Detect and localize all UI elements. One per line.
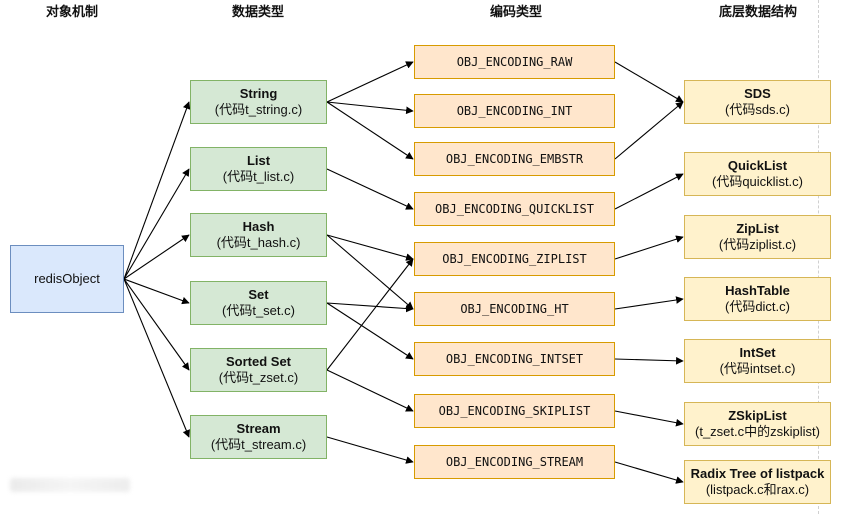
type-hash-subtitle: (代码t_hash.c) bbox=[216, 235, 301, 250]
structure-radix-subtitle: (listpack.c和rax.c) bbox=[705, 482, 810, 497]
header-object-mechanism: 对象机制 bbox=[45, 4, 99, 19]
structure-sds-title: SDS bbox=[744, 86, 771, 101]
encoding-skiplist-title: OBJ_ENCODING_SKIPLIST bbox=[438, 404, 591, 418]
encoding-ziplist: OBJ_ENCODING_ZIPLIST bbox=[414, 242, 615, 276]
edge-root-stream bbox=[123, 278, 190, 438]
structure-quicklist-title: QuickList bbox=[727, 158, 788, 173]
edge-quicklist-to-quicklist bbox=[614, 173, 684, 210]
structure-ziplist-subtitle: (代码ziplist.c) bbox=[718, 237, 797, 252]
structure-radix: Radix Tree of listpack(listpack.c和rax.c) bbox=[684, 460, 831, 504]
type-list: List(代码t_list.c) bbox=[190, 147, 327, 191]
encoding-embstr: OBJ_ENCODING_EMBSTR bbox=[414, 142, 615, 176]
edge-set-to-intset bbox=[326, 302, 414, 360]
edge-list-to-quicklist bbox=[326, 168, 414, 210]
structure-zskiplist-title: ZSkipList bbox=[728, 408, 787, 423]
type-stream-title: Stream bbox=[236, 421, 281, 436]
node-redisobject: redisObject bbox=[10, 245, 124, 313]
type-zset-subtitle: (代码t_zset.c) bbox=[218, 370, 299, 385]
encoding-stream-title: OBJ_ENCODING_STREAM bbox=[445, 455, 584, 469]
edge-string-to-raw bbox=[326, 61, 414, 103]
structure-quicklist: QuickList(代码quicklist.c) bbox=[684, 152, 831, 196]
edge-root-hash bbox=[123, 234, 190, 280]
encoding-ht: OBJ_ENCODING_HT bbox=[414, 292, 615, 326]
structure-intset: IntSet(代码intset.c) bbox=[684, 339, 831, 383]
structure-zskiplist-subtitle: (t_zset.c中的zskiplist) bbox=[695, 424, 820, 439]
structure-quicklist-subtitle: (代码quicklist.c) bbox=[711, 174, 803, 189]
edge-intset-to-intset bbox=[614, 356, 684, 365]
edge-root-zset bbox=[123, 278, 190, 371]
encoding-int-title: OBJ_ENCODING_INT bbox=[456, 104, 573, 118]
edge-root-string bbox=[123, 101, 191, 280]
structure-intset-subtitle: (代码intset.c) bbox=[719, 361, 796, 376]
edge-root-set bbox=[123, 278, 190, 305]
structure-radix-title: Radix Tree of listpack bbox=[690, 466, 825, 481]
encoding-intset-title: OBJ_ENCODING_INTSET bbox=[445, 352, 584, 366]
type-string-title: String bbox=[239, 86, 278, 101]
encoding-raw: OBJ_ENCODING_RAW bbox=[414, 45, 615, 79]
encoding-stream: OBJ_ENCODING_STREAM bbox=[414, 445, 615, 479]
encoding-skiplist: OBJ_ENCODING_SKIPLIST bbox=[414, 394, 615, 428]
type-zset: Sorted Set(代码t_zset.c) bbox=[190, 348, 327, 392]
watermark bbox=[10, 478, 130, 492]
edge-string-to-int bbox=[326, 101, 414, 115]
structure-hashtable-subtitle: (代码dict.c) bbox=[724, 299, 790, 314]
edge-zset-to-ziplist bbox=[326, 258, 414, 371]
type-string: String(代码t_string.c) bbox=[190, 80, 327, 124]
structure-ziplist-title: ZipList bbox=[736, 221, 779, 236]
type-stream-subtitle: (代码t_stream.c) bbox=[210, 437, 307, 452]
type-list-subtitle: (代码t_list.c) bbox=[222, 169, 295, 184]
type-string-subtitle: (代码t_string.c) bbox=[214, 102, 303, 117]
type-hash-title: Hash bbox=[242, 219, 275, 234]
edge-stream-to-radix bbox=[614, 461, 684, 484]
type-zset-title: Sorted Set bbox=[225, 354, 291, 369]
edge-skiplist-to-zskiplist bbox=[614, 410, 684, 427]
structure-ziplist: ZipList(代码ziplist.c) bbox=[684, 215, 831, 259]
encoding-raw-title: OBJ_ENCODING_RAW bbox=[456, 55, 573, 69]
node-redisobject-label: redisObject bbox=[34, 271, 100, 286]
header-underlying-structures: 底层数据结构 bbox=[718, 4, 798, 19]
type-stream: Stream(代码t_stream.c) bbox=[190, 415, 327, 459]
structure-hashtable: HashTable(代码dict.c) bbox=[684, 277, 831, 321]
edge-embstr-to-sds bbox=[614, 101, 684, 160]
encoding-ziplist-title: OBJ_ENCODING_ZIPLIST bbox=[442, 252, 587, 266]
edge-string-to-embstr bbox=[326, 101, 414, 160]
encoding-quicklist: OBJ_ENCODING_QUICKLIST bbox=[414, 192, 615, 226]
edge-stream-to-stream bbox=[326, 436, 414, 464]
type-set-subtitle: (代码t_set.c) bbox=[222, 303, 295, 318]
encoding-embstr-title: OBJ_ENCODING_EMBSTR bbox=[445, 152, 584, 166]
edge-zset-to-skiplist bbox=[326, 369, 414, 412]
edge-ziplist-to-ziplist bbox=[614, 235, 684, 260]
structure-intset-title: IntSet bbox=[739, 345, 776, 360]
header-data-types: 数据类型 bbox=[231, 4, 285, 19]
structure-hashtable-title: HashTable bbox=[725, 283, 790, 298]
edge-hash-to-ht bbox=[326, 234, 414, 310]
type-list-title: List bbox=[246, 153, 271, 168]
type-set-title: Set bbox=[248, 287, 269, 302]
encoding-intset: OBJ_ENCODING_INTSET bbox=[414, 342, 615, 376]
edge-hash-to-ziplist bbox=[326, 234, 414, 261]
type-set: Set(代码t_set.c) bbox=[190, 281, 327, 325]
structure-sds-subtitle: (代码sds.c) bbox=[724, 102, 790, 117]
structure-sds: SDS(代码sds.c) bbox=[684, 80, 831, 124]
encoding-int: OBJ_ENCODING_INT bbox=[414, 94, 615, 128]
header-encoding-types: 编码类型 bbox=[489, 4, 543, 19]
edge-root-list bbox=[123, 168, 190, 280]
encoding-ht-title: OBJ_ENCODING_HT bbox=[460, 302, 569, 316]
edge-raw-to-sds bbox=[614, 61, 684, 103]
edge-ht-to-hashtable bbox=[614, 296, 684, 310]
encoding-quicklist-title: OBJ_ENCODING_QUICKLIST bbox=[435, 202, 594, 216]
structure-zskiplist: ZSkipList(t_zset.c中的zskiplist) bbox=[684, 402, 831, 446]
type-hash: Hash(代码t_hash.c) bbox=[190, 213, 327, 257]
edge-set-to-ht bbox=[326, 302, 414, 313]
